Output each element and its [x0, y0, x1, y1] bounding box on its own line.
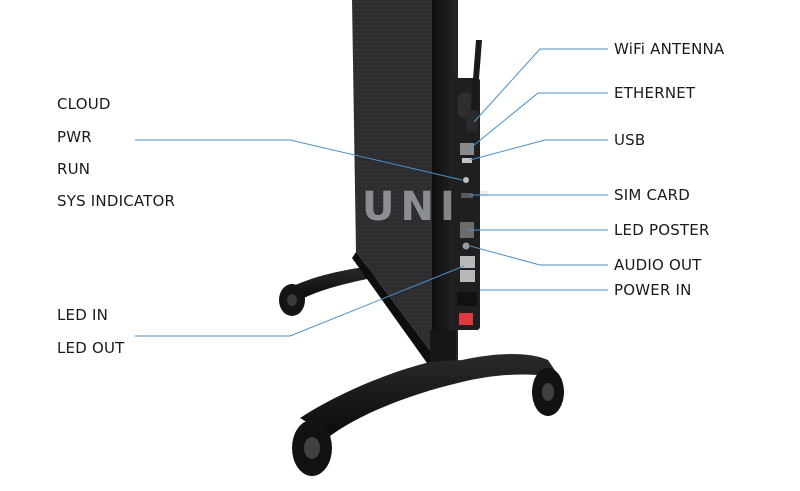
ethernet-leader — [467, 92, 608, 151]
audio-jack-icon — [462, 242, 470, 250]
front-base — [292, 354, 564, 476]
label-sys-indicator: SYS INDICATOR — [57, 192, 176, 210]
ethernet-port-icon — [460, 143, 474, 155]
label-power-in: POWER IN — [614, 281, 692, 299]
label-run: RUN — [57, 160, 91, 178]
label-led-in: LED IN — [57, 306, 108, 324]
led-port-leader — [135, 265, 465, 337]
label-ethernet: ETHERNET — [614, 84, 696, 102]
wifi-antenna-leader — [473, 48, 608, 123]
label-usb: USB — [614, 131, 646, 149]
led-out-port-icon — [460, 270, 475, 282]
power-switch-icon — [459, 313, 473, 325]
label-pwr: PWR — [57, 128, 92, 146]
rear-base-leg — [279, 266, 382, 316]
usb-leader — [469, 139, 608, 161]
indicator-leader — [135, 139, 463, 181]
led-poster-port-icon — [460, 222, 474, 238]
label-sim-card: SIM CARD — [614, 186, 690, 204]
led-poster-panel — [352, 0, 458, 380]
indicator-led-icon — [463, 177, 469, 183]
leader-lines — [135, 48, 608, 337]
panel-frame — [432, 0, 458, 380]
sim-slot-icon — [461, 193, 473, 198]
usb-port-icon — [462, 158, 472, 163]
led-in-port-icon — [460, 256, 475, 268]
label-audio-out: AUDIO OUT — [614, 256, 702, 274]
panel-face — [352, 0, 440, 364]
label-cloud: CLOUD — [57, 95, 111, 113]
control-box — [452, 78, 480, 330]
wifi-antenna-icon — [466, 40, 482, 132]
power-socket-icon — [457, 292, 477, 306]
label-led-poster: LED POSTER — [614, 221, 710, 239]
audio-out-leader — [469, 245, 608, 266]
label-led-out: LED OUT — [57, 339, 125, 357]
label-wifi-antenna: WiFi ANTENNA — [614, 40, 725, 58]
